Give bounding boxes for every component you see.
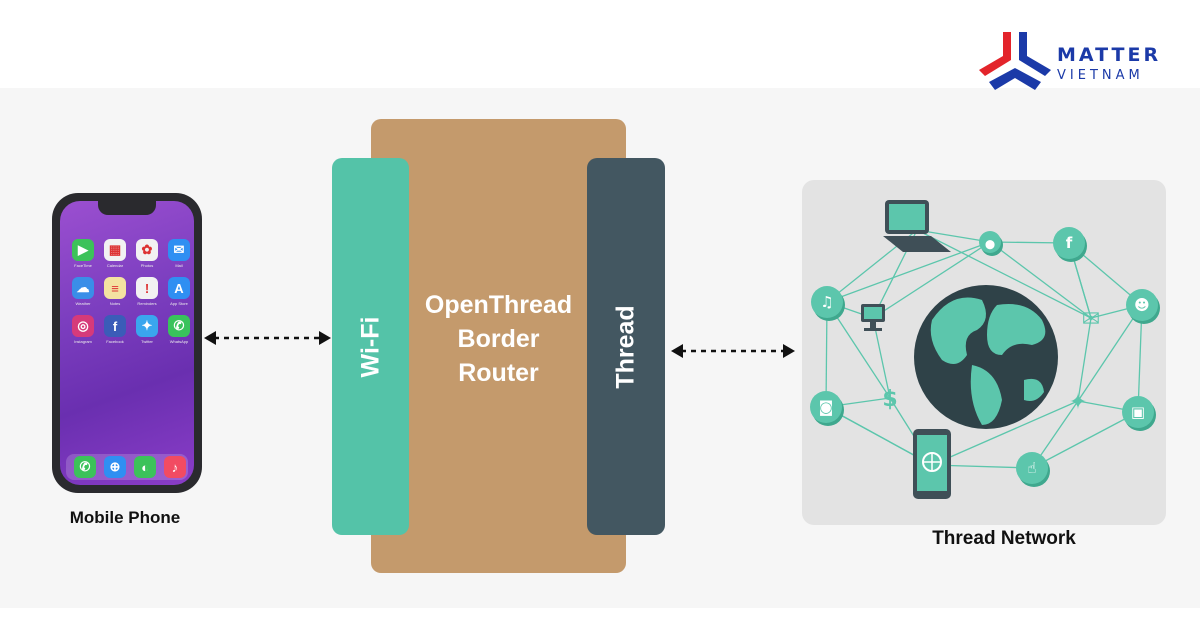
svg-text:☻: ☻ [1134,296,1150,314]
thread-network-arrow [671,344,795,358]
calendar-icon[interactable]: ▦ [104,239,126,261]
desktop-monitor-icon [861,304,885,331]
thread-label: Thread [611,304,640,389]
phone-wifi-arrow [204,331,331,345]
app-label: Notes [109,301,121,306]
twitter-icon[interactable]: ✦ [136,315,158,337]
thumbs-up-icon: ☝ [1016,452,1050,487]
mail-icon: ✉ [1082,307,1100,332]
app-label: Weather [75,301,91,306]
logo-text-matter: MATTER [1057,44,1162,66]
network-link [1077,304,1143,402]
app-label: Facebook [106,339,124,344]
smartphone-icon [913,429,951,499]
logo-text-vietnam: VIETNAM [1057,68,1144,83]
phone-icon[interactable]: ✆ [74,456,96,478]
notes-icon[interactable]: ≡ [104,277,126,299]
svg-text:✦: ✦ [1069,390,1087,415]
svg-text:▣: ▣ [1131,403,1145,421]
svg-text:✉: ✉ [1082,307,1100,332]
image-icon: ▣ [1122,396,1156,431]
svg-text:$: $ [882,387,897,412]
safari-icon[interactable]: ⊕ [104,456,126,478]
photos-icon[interactable]: ✿ [136,239,158,261]
user-icon: ☻ [1126,289,1160,324]
app-label: Twitter [141,339,153,344]
facebook-icon: f [1053,227,1087,262]
network-link [931,400,1079,466]
network-illustration: ⬤ f ♫ ✉ ☻ ◙ $ ✦ ▣ ☝ [810,200,1160,499]
matter-logo-mark-icon [979,32,1051,90]
facebook-icon[interactable]: f [104,315,126,337]
reminders-icon[interactable]: ! [136,277,158,299]
network-link [1031,411,1139,469]
svg-text:◙: ◙ [819,398,834,416]
network-link [872,241,991,319]
svg-text:⬤: ⬤ [985,240,995,250]
matter-vietnam-logo: MATTER VIETNAM [975,30,1165,96]
music-icon[interactable]: ♪ [164,456,186,478]
mobile-phone-label: Mobile Phone [69,508,181,527]
network-link [826,241,991,303]
network-link [916,229,1092,319]
router-title: OpenThread Border Router [406,288,591,390]
svg-text:f: f [1066,234,1073,252]
appstore-icon[interactable]: A [168,277,190,299]
app-label: Photos [140,263,154,268]
thread-network-label: Thread Network [932,528,1076,549]
wifi-interface-bar: Wi-Fi [332,158,409,535]
messages-icon[interactable]: ◐ [134,456,156,478]
weather-icon[interactable]: ☁ [72,277,94,299]
app-label: Instagram [74,339,92,344]
network-link [1077,317,1092,402]
router-title-line-3: Router [458,359,539,387]
router-title-line-1: OpenThread [424,291,573,319]
phone-screen: ▶ FaceTime ▦ Calendar ✿ Photos ✉ Mail ☁ Weather ≡ N… [60,201,194,485]
music-note-icon: ♫ [811,286,845,321]
camera-icon: ◙ [810,391,844,426]
location-pin-icon: ⬤ [979,231,1003,256]
app-label: WhatsApp [169,339,189,344]
wifi-label: Wi-Fi [356,316,384,377]
svg-text:☝: ☝ [1027,459,1036,477]
dollar-icon: $ [882,387,897,412]
mobile-phone: ▶ FaceTime ▦ Calendar ✿ Photos ✉ Mail ☁ Weather ≡ N… [52,193,202,493]
globe-icon [914,285,1058,429]
app-label: Calendar [106,263,124,268]
mail-icon[interactable]: ✉ [168,239,190,261]
facetime-icon[interactable]: ▶ [72,239,94,261]
app-label: FaceTime [74,263,92,268]
svg-text:♫: ♫ [820,293,833,311]
thread-network-panel: ⬤ f ♫ ✉ ☻ ◙ $ ✦ ▣ ☝ [802,180,1166,525]
whatsapp-icon[interactable]: ✆ [168,315,190,337]
app-label: Mail [175,263,183,268]
openthread-border-router [371,119,626,573]
router-title-line-2: Border [457,325,540,353]
phone-notch [98,201,156,215]
laptop-icon [883,200,951,252]
network-link [916,229,991,243]
app-label: App Store [170,301,188,306]
instagram-icon[interactable]: ◎ [72,315,94,337]
twitter-icon: ✦ [1069,390,1087,415]
network-link [872,317,891,399]
network-link [989,241,1092,319]
thread-interface-bar: Thread [587,158,665,535]
app-label: Reminders [137,301,157,306]
